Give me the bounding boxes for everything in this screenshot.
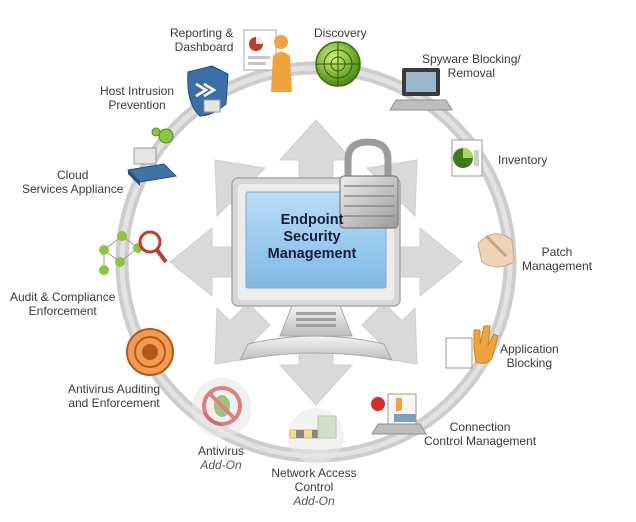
center-title: Endpoint Security Management [258,212,366,263]
label-spyware: Spyware Blocking/ Removal [422,52,521,80]
label-nac: Network Access Control Add-On [264,466,364,508]
label-av-audit: Antivirus Auditing and Enforcement [68,382,160,410]
report-person-icon [243,29,292,92]
label-cloud: Cloud Services Appliance [22,168,123,196]
nac-barrier-icon [288,408,344,464]
label-antivirus: Antivirus Add-On [190,444,252,472]
label-inventory: Inventory [498,153,547,167]
antivirus-bug-icon [192,378,252,438]
inventory-icon [451,139,483,177]
label-spyware-line-2: Removal [447,66,496,80]
label-nac-line-1: Network Access [271,466,357,480]
label-connection-line-1: Connection [449,420,511,434]
arrow-up [278,119,354,187]
label-nac-line-2: Control [294,480,334,494]
label-reporting-line-1: Reporting & [170,26,234,40]
label-audit: Audit & Compliance Enforcement [10,290,115,318]
radar-icon [315,41,361,87]
label-hips: Host Intrusion Prevention [100,84,174,112]
connection-icon [371,393,427,435]
label-hips-line-2: Prevention [108,98,166,112]
label-reporting: Reporting & Dashboard [170,26,233,54]
label-audit-line-1: Audit & Compliance [10,290,116,304]
label-cloud-line-1: Cloud [57,168,89,182]
label-patch-line-1: Patch [541,245,573,259]
biohazard-icon [126,328,174,376]
arrow-left [169,226,239,298]
label-reporting-line-2: Dashboard [174,40,234,54]
label-spyware-line-1: Spyware Blocking/ [422,52,521,66]
center-title-line-1: Endpoint [280,212,344,228]
label-application: Application Blocking [500,342,559,370]
label-connection-line-2: Control Management [424,434,537,448]
network-magnifier-icon [99,230,168,275]
label-connection: Connection Control Management [424,420,536,448]
padlock-icon [339,138,399,229]
label-patch: Patch Management [522,245,592,273]
appliance-icon [126,127,178,186]
center-title-line-3: Management [267,246,357,262]
label-discovery-line-1: Discovery [314,26,367,40]
label-application-line-1: Application [500,342,559,356]
label-discovery: Discovery [314,26,367,40]
stop-hand-icon [445,325,499,369]
label-inventory-line-1: Inventory [498,153,548,167]
label-cloud-line-2: Services Appliance [22,182,124,196]
shield-icon [187,65,229,117]
label-av-audit-line-1: Antivirus Auditing [68,382,161,396]
arrow-right [393,226,463,298]
label-application-line-2: Blocking [506,356,553,370]
label-audit-line-2: Enforcement [28,304,97,318]
label-patch-line-2: Management [522,259,593,273]
label-antivirus-line-1: Antivirus [197,444,244,458]
center-title-line-2: Security [283,229,341,245]
laptop-icon [389,68,453,111]
label-hips-line-1: Host Intrusion [100,84,175,98]
label-antivirus-addon: Add-On [200,458,242,472]
label-av-audit-line-2: and Enforcement [68,396,160,410]
label-nac-addon: Add-On [293,494,335,508]
handshake-icon [477,233,515,268]
